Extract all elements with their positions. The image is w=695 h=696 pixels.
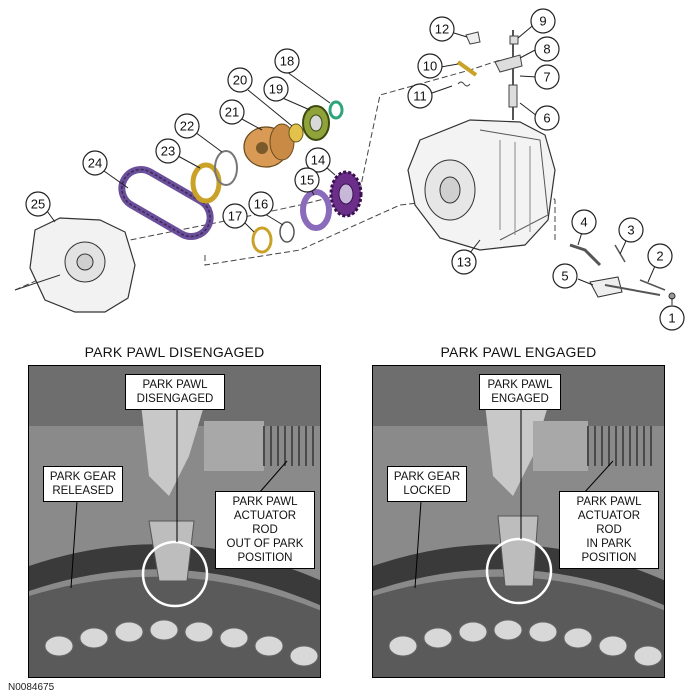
svg-text:15: 15 xyxy=(300,173,314,188)
callout-7: 7 xyxy=(534,64,560,90)
svg-text:5: 5 xyxy=(561,269,568,284)
callout-13: 13 xyxy=(451,249,477,275)
transaxle-case-13 xyxy=(407,119,556,251)
park-pawl-12 xyxy=(465,31,481,45)
bearing-20 xyxy=(288,123,304,143)
svg-text:4: 4 xyxy=(580,215,587,230)
differential-21 xyxy=(243,123,295,168)
drive-chain-24 xyxy=(118,166,214,240)
svg-text:23: 23 xyxy=(161,144,175,159)
callout-25: 25 xyxy=(25,191,51,217)
callout-2: 2 xyxy=(647,243,673,269)
bolt-2 xyxy=(639,279,666,291)
callout-3: 3 xyxy=(618,217,644,243)
svg-text:19: 19 xyxy=(269,82,283,97)
svg-text:1: 1 xyxy=(668,311,675,326)
svg-text:16: 16 xyxy=(254,197,268,212)
ring-23 xyxy=(190,162,222,204)
bracket-8 xyxy=(494,54,523,73)
housing-25 xyxy=(14,217,136,313)
ring-22 xyxy=(214,150,238,186)
callout-24: 24 xyxy=(82,150,108,176)
callout-19: 19 xyxy=(263,76,289,102)
callout-8: 8 xyxy=(534,36,560,62)
right-panel-title: PARK PAWL ENGAGED xyxy=(440,344,597,360)
spring-11 xyxy=(457,81,471,87)
svg-text:22: 22 xyxy=(180,119,194,134)
callout-20: 20 xyxy=(227,67,253,93)
callout-9: 9 xyxy=(530,8,556,34)
seal-16 xyxy=(279,221,295,243)
svg-text:11: 11 xyxy=(413,89,427,104)
svg-text:13: 13 xyxy=(457,255,471,270)
svg-text:10: 10 xyxy=(423,59,437,74)
assembly-path xyxy=(14,59,501,291)
clip-9 xyxy=(509,35,519,45)
callout-17: 17 xyxy=(222,203,248,229)
svg-text:2: 2 xyxy=(656,249,663,264)
svg-text:6: 6 xyxy=(543,111,550,126)
svg-text:17: 17 xyxy=(228,209,242,224)
callout-21: 21 xyxy=(219,99,245,125)
svg-text:3: 3 xyxy=(627,223,634,238)
svg-text:18: 18 xyxy=(280,54,294,69)
leader-lines xyxy=(46,21,673,305)
callout-22: 22 xyxy=(174,113,200,139)
pawl-shaft-10 xyxy=(456,60,478,77)
callout-5: 5 xyxy=(552,263,578,289)
snap-ring-18 xyxy=(328,100,344,120)
exploded-view-diagram: 1 2 3 4 5 6 7 8 9 10 11 12 13 14 15 16 1… xyxy=(14,8,685,331)
callout-12: 12 xyxy=(429,16,455,42)
callout-14: 14 xyxy=(305,147,331,173)
svg-text:25: 25 xyxy=(31,197,45,212)
washer-17 xyxy=(251,226,273,254)
svg-text:24: 24 xyxy=(88,156,102,171)
ring-gear-15 xyxy=(300,189,332,231)
svg-text:12: 12 xyxy=(435,22,449,37)
svg-text:7: 7 xyxy=(543,70,550,85)
figure-reference-code: N0084675 xyxy=(8,682,55,693)
rod-sleeve-7 xyxy=(508,84,518,108)
svg-text:14: 14 xyxy=(311,153,325,168)
callout-16: 16 xyxy=(248,191,274,217)
callout-6: 6 xyxy=(534,105,560,131)
left-panel-title: PARK PAWL DISENGAGED xyxy=(84,344,265,360)
callout-18: 18 xyxy=(274,48,300,74)
callout-23: 23 xyxy=(155,138,181,164)
callout-10: 10 xyxy=(417,53,443,79)
svg-text:20: 20 xyxy=(233,73,247,88)
callout-15: 15 xyxy=(294,167,320,193)
callout-1: 1 xyxy=(659,305,685,331)
svg-text:8: 8 xyxy=(543,42,550,57)
manual-lever-5 xyxy=(589,276,661,298)
linkage-4 xyxy=(569,243,602,267)
callout-11: 11 xyxy=(407,83,433,109)
svg-text:9: 9 xyxy=(539,14,546,29)
sprocket-14 xyxy=(329,170,363,218)
svg-text:21: 21 xyxy=(225,105,239,120)
callout-4: 4 xyxy=(571,209,597,235)
gear-19 xyxy=(302,105,330,141)
